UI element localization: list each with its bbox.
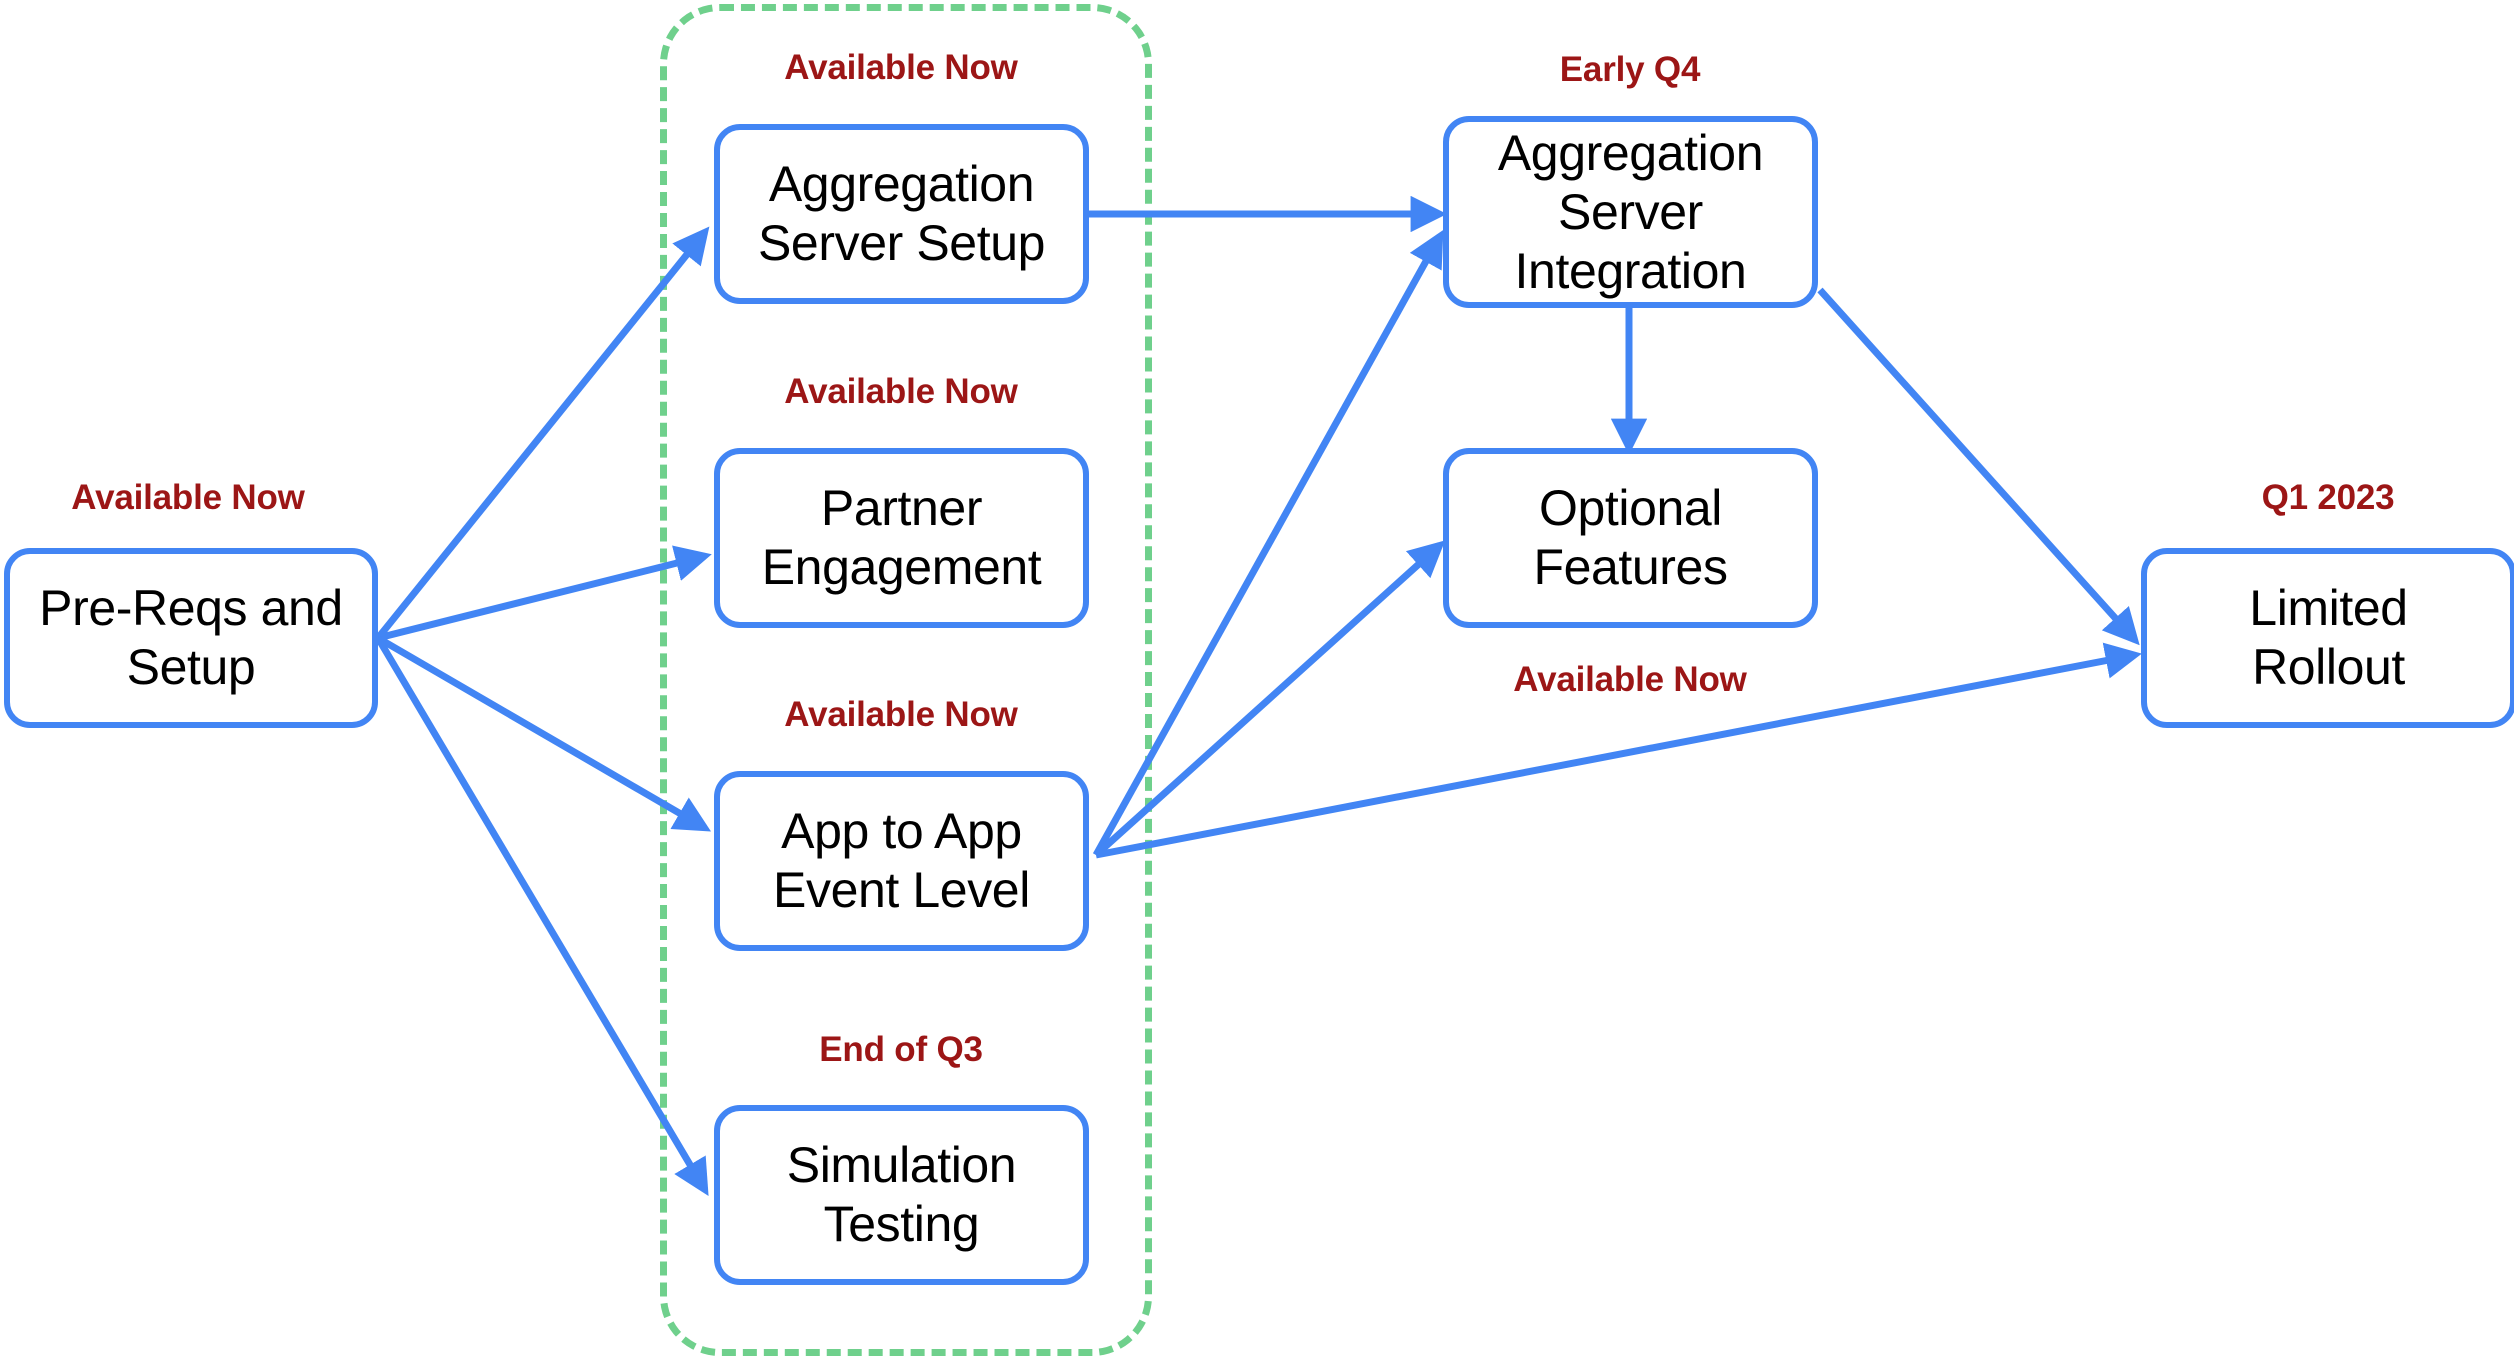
- node-partner-engagement[interactable]: Partner Engagement: [714, 448, 1089, 628]
- status-label-optional-features: Available Now: [1513, 660, 1747, 699]
- status-label-partner-engagement: Available Now: [784, 372, 1018, 411]
- node-optional-features[interactable]: Optional Features: [1443, 448, 1818, 628]
- node-simulation-testing[interactable]: Simulation Testing: [714, 1105, 1089, 1285]
- node-aggregation-server-integration[interactable]: Aggregation Server Integration: [1443, 116, 1818, 308]
- status-label-aggregation-server-integration: Early Q4: [1559, 50, 1701, 89]
- edge-prereqs-to-simulation-testing: [374, 636, 709, 1197]
- status-label-app-to-app-event-level: Available Now: [784, 695, 1018, 734]
- status-label-aggregation-server-setup: Available Now: [784, 48, 1018, 87]
- node-limited-rollout[interactable]: Limited Rollout: [2141, 548, 2514, 728]
- edge-prereqs-to-partner-engagement: [377, 545, 712, 642]
- edge-prereqs-to-aggregation-server-setup: [375, 226, 710, 641]
- node-app-to-app-event-level[interactable]: App to App Event Level: [714, 771, 1089, 951]
- status-label-pre-reqs-and-setup: Available Now: [71, 478, 305, 517]
- node-pre-reqs-and-setup[interactable]: Pre-Reqs and Setup: [4, 548, 378, 728]
- edge-prereqs-to-app-to-app: [376, 634, 712, 832]
- node-aggregation-server-setup[interactable]: Aggregation Server Setup: [714, 124, 1089, 304]
- status-label-limited-rollout: Q1 2023: [2261, 478, 2395, 517]
- status-label-simulation-testing: End of Q3: [819, 1030, 983, 1069]
- edge-integration-to-limited-rollout: [1817, 287, 2140, 646]
